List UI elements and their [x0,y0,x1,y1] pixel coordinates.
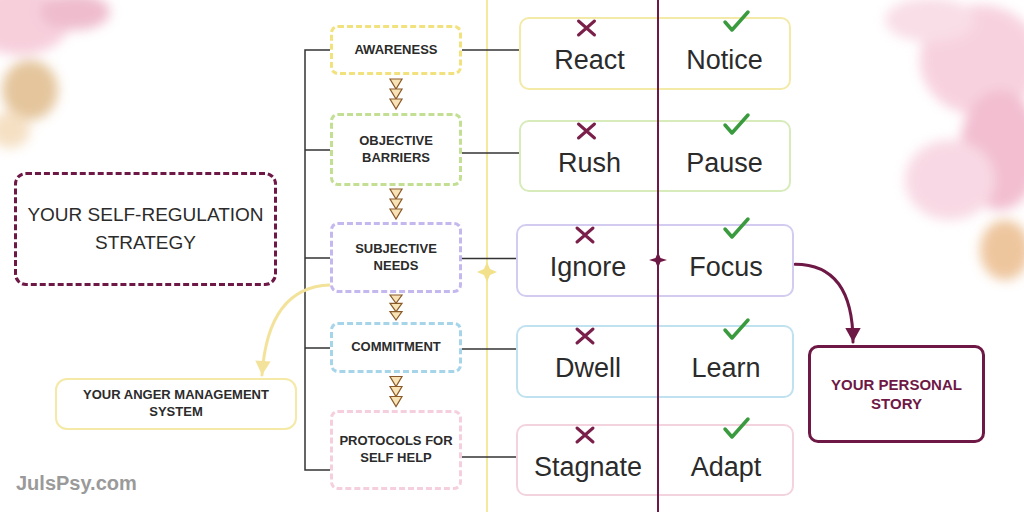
triangle-arrow [390,303,402,311]
step-label: OBJECTIVE BARRIERS [335,133,457,167]
connector [390,377,402,407]
watercolor-blob [980,220,1024,280]
watercolor-blob [40,0,110,30]
step-box: SUBJECTIVE NEEDS [330,222,462,293]
cross-mark [577,329,593,343]
triangle-arrow [390,387,402,397]
step-label: SUBJECTIVE NEEDS [335,241,457,275]
triangle-arrow [390,189,402,199]
box-label: YOUR ANGER MANAGEMENT SYSTEM [77,387,275,421]
choose-word: Focus [658,226,794,295]
triangle-arrow [390,377,402,387]
connector [795,264,861,342]
avoid-word: React [521,19,658,88]
connector [462,153,519,154]
curved-arrow [795,264,853,342]
avoid-word: Dwell [518,327,658,396]
choice-row-box: DwellLearn [516,325,794,398]
connector-line [462,258,516,260]
step-label: PROTOCOLS FOR SELF HELP [335,433,457,467]
system-box: YOUR ANGER MANAGEMENT SYSTEM [55,378,297,430]
step-label: COMMITMENT [351,339,441,356]
arrow-head [255,361,270,375]
connector [462,457,516,458]
watercolor-blob [905,140,995,220]
curved-arrow [262,285,330,375]
choose-word: Pause [658,122,791,190]
check-mark [725,115,748,133]
check-mark [725,320,748,338]
choose-word: Notice [658,19,791,88]
watercolor-blob [885,0,975,42]
triangle-arrow [390,199,402,209]
watermark: JulsPsy.com [16,472,137,495]
choice-row-box: IgnoreFocus [516,224,794,297]
connector-line [462,348,516,350]
triangle-arrow [390,99,402,109]
watercolor-blob [2,60,58,120]
connector-line [462,49,519,51]
sparkle-symbol [477,262,497,282]
divider-line [486,0,488,512]
connector [462,258,516,259]
connector [390,79,402,109]
choice-row-box: ReactNotice [519,17,791,90]
connector [390,295,402,320]
choice-row-box: RushPause [519,120,791,192]
triangle-arrow [390,397,402,407]
box-label: YOUR PERSONAL STORY [819,375,974,414]
bracket [305,50,330,470]
avoid-word: Ignore [518,226,658,295]
cross-mark [579,21,595,35]
cross-mark [579,124,595,138]
divider-line [657,0,659,512]
connector [462,50,519,51]
connector-line [462,152,519,154]
story-box: YOUR PERSONAL STORY [808,345,985,443]
triangle-arrow [390,209,402,219]
check-mark [725,219,748,237]
step-box: PROTOCOLS FOR SELF HELP [330,410,462,490]
triangle-arrow [390,79,402,89]
step-box: AWARENESS [330,25,462,75]
step-label: AWARENESS [354,42,437,59]
watercolor-splash [0,0,1024,280]
cross-mark [577,228,593,242]
triangle-arrow [390,312,402,320]
strategy-title-box: YOUR SELF-REGULATION STRATEGY [14,172,277,286]
choose-word: Adapt [658,426,794,494]
connector [255,285,330,375]
avoid-word: Rush [521,122,658,190]
avoid-word: Stagnate [518,426,658,494]
triangle-arrow [390,89,402,99]
connector [390,189,402,219]
connector-line [462,456,516,458]
choice-row-box: StagnateAdapt [516,424,794,496]
triangle-arrow [390,295,402,303]
choose-word: Learn [658,327,794,396]
arrow-head [845,328,860,342]
cross-mark [577,428,593,442]
check-mark [725,12,748,30]
diamond-star [649,252,667,268]
mark-group [577,12,748,442]
check-mark [725,419,748,437]
step-box: COMMITMENT [330,322,462,373]
watercolor-blob [0,112,30,148]
step-box: OBJECTIVE BARRIERS [330,113,462,186]
box-label: YOUR SELF-REGULATION STRATEGY [23,201,268,256]
connector [462,349,516,350]
